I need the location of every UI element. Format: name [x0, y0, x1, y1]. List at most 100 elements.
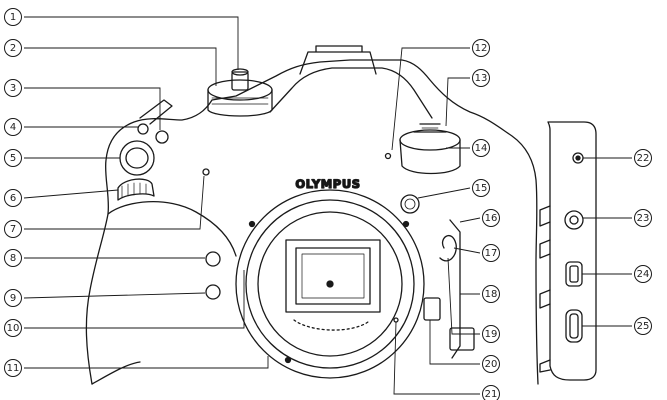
- leader-20: [429, 320, 480, 365]
- callout-5: 5: [4, 149, 22, 167]
- callout-number: 2: [10, 43, 16, 54]
- callout-number: 20: [485, 359, 498, 370]
- callout-20: 20: [482, 355, 500, 373]
- callout-14: 14: [472, 139, 490, 157]
- callout-number: 5: [10, 153, 16, 164]
- lever: [139, 99, 173, 125]
- callout-13: 13: [472, 69, 490, 87]
- callout-circle: [634, 317, 652, 335]
- callout-19: 19: [482, 325, 500, 343]
- callout-number: 11: [7, 363, 20, 374]
- callout-number: 25: [637, 321, 650, 332]
- callout-10: 10: [4, 319, 22, 337]
- callout-number: 12: [475, 43, 488, 54]
- one-touch-wb-button: [205, 284, 221, 300]
- callout-1: 1: [4, 8, 22, 26]
- leader-12: [391, 47, 470, 151]
- callout-circle: [472, 139, 490, 157]
- leader-7: [24, 175, 205, 230]
- microphone-hole: [384, 152, 392, 160]
- callout-circle: [482, 325, 500, 343]
- callout-circle: [4, 359, 22, 377]
- callout-2: 2: [4, 39, 22, 57]
- callout-circle: [634, 149, 652, 167]
- callout-circle: [4, 289, 22, 307]
- callout-circle: [634, 265, 652, 283]
- callout-circle: [4, 118, 22, 136]
- callout-circle: [482, 355, 500, 373]
- callout-circle: [4, 79, 22, 97]
- callout-circle: [4, 249, 22, 267]
- leader-2: [24, 47, 217, 86]
- callout-circle: [482, 244, 500, 262]
- top-right-dial: [399, 123, 461, 175]
- callout-16: 16: [482, 209, 500, 227]
- mode-dial: [207, 68, 273, 117]
- callout-11: 11: [4, 359, 22, 377]
- leader-11: [24, 356, 269, 369]
- hot-shoe: [299, 45, 377, 75]
- callout-circle: [482, 385, 500, 400]
- callout-circle: [482, 209, 500, 227]
- callout-17: 17: [482, 244, 500, 262]
- callout-3: 3: [4, 79, 22, 97]
- callout-circle: [482, 285, 500, 303]
- leader-3: [24, 87, 161, 130]
- callout-15: 15: [472, 179, 490, 197]
- shutter-button: [119, 140, 155, 176]
- callout-circle: [4, 189, 22, 207]
- callout-circle: [4, 39, 22, 57]
- camera-body-outline: [85, 59, 539, 385]
- callout-number: 9: [10, 293, 16, 304]
- button-4: [137, 123, 149, 135]
- callout-number: 10: [7, 323, 20, 334]
- callout-circle: [4, 8, 22, 26]
- strap-eyelet: [439, 234, 457, 262]
- callout-number: 6: [10, 193, 16, 204]
- lens-lock-pin: [393, 317, 399, 323]
- grip-outline: [91, 201, 237, 385]
- button-3: [155, 130, 169, 144]
- callout-number: 18: [485, 289, 498, 300]
- callout-layer: 1234567891011121314151617181920212223242…: [4, 8, 652, 400]
- callout-8: 8: [4, 249, 22, 267]
- callout-number: 15: [475, 183, 488, 194]
- callout-4: 4: [4, 118, 22, 136]
- callout-9: 9: [4, 289, 22, 307]
- af-assist-button: [400, 194, 420, 214]
- callout-number: 13: [475, 73, 488, 84]
- callout-23: 23: [634, 209, 652, 227]
- callout-circle: [4, 220, 22, 238]
- callout-number: 7: [10, 224, 16, 235]
- front-dial: [117, 178, 155, 201]
- callout-number: 23: [637, 213, 650, 224]
- leader-17: [453, 247, 481, 254]
- front-panel-window: [449, 327, 475, 351]
- leader-15: [417, 187, 471, 199]
- callout-circle: [4, 149, 22, 167]
- callout-24: 24: [634, 265, 652, 283]
- leader-16: [459, 217, 481, 223]
- lens-contacts: [293, 319, 369, 331]
- callout-circle: [472, 69, 490, 87]
- callout-circle: [4, 319, 22, 337]
- lens-mount: [235, 189, 425, 379]
- callout-number: 19: [485, 329, 498, 340]
- callout-12: 12: [472, 39, 490, 57]
- callout-7: 7: [4, 220, 22, 238]
- callout-18: 18: [482, 285, 500, 303]
- image-sensor: [285, 239, 381, 313]
- callout-number: 8: [10, 253, 16, 264]
- leader-1: [24, 16, 239, 70]
- leader-13: [445, 77, 470, 127]
- shutter-button-inner: [125, 147, 149, 169]
- brand-label: OLYMPUS: [295, 177, 360, 191]
- callout-22: 22: [634, 149, 652, 167]
- callout-number: 16: [485, 213, 498, 224]
- callout-circle: [472, 39, 490, 57]
- callout-number: 21: [485, 389, 498, 400]
- callout-number: 3: [10, 83, 16, 94]
- callout-number: 22: [637, 153, 650, 164]
- callout-21: 21: [482, 385, 500, 400]
